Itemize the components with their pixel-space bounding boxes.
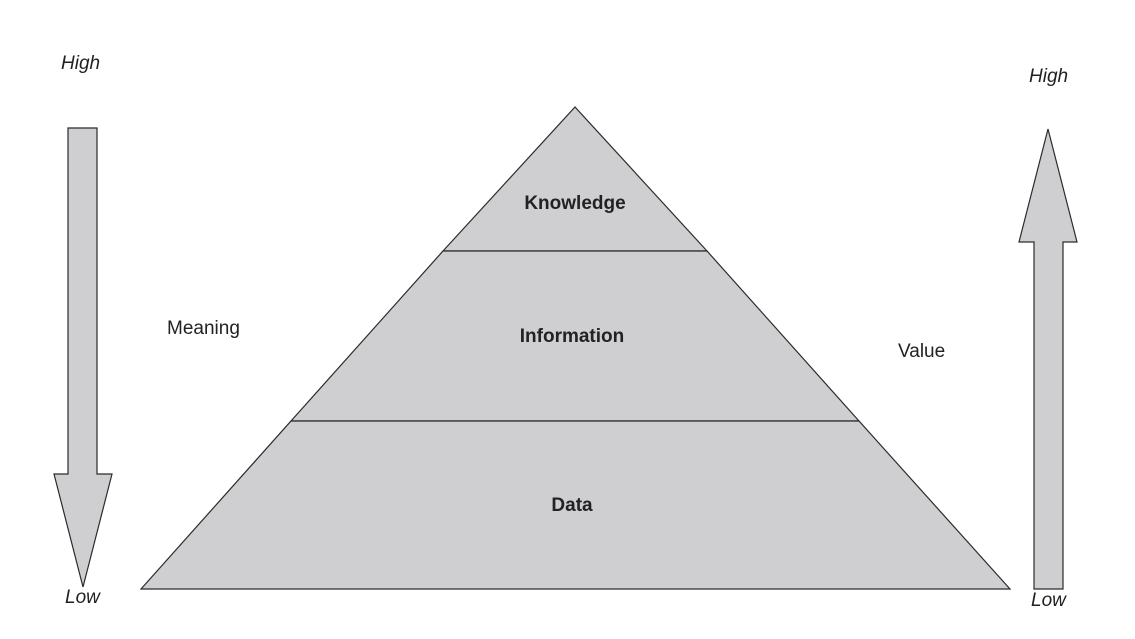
pyramid-tier-knowledge — [441, 106, 709, 252]
value-arrow-up-icon — [1018, 128, 1078, 590]
tier-label-knowledge: Knowledge — [524, 193, 626, 214]
value-low-label: Low — [1031, 590, 1066, 611]
meaning-high-label: High — [61, 53, 101, 74]
meaning-low-label: Low — [65, 587, 100, 608]
value-high-label: High — [1029, 66, 1069, 87]
pyramid-tier-data — [139, 420, 1012, 590]
meaning-arrow-down-icon — [53, 127, 113, 588]
tier-label-information: Information — [519, 326, 625, 347]
tier-label-data: Data — [551, 495, 593, 516]
meaning-axis-label: Meaning — [167, 318, 240, 339]
value-axis-label: Value — [898, 341, 946, 362]
